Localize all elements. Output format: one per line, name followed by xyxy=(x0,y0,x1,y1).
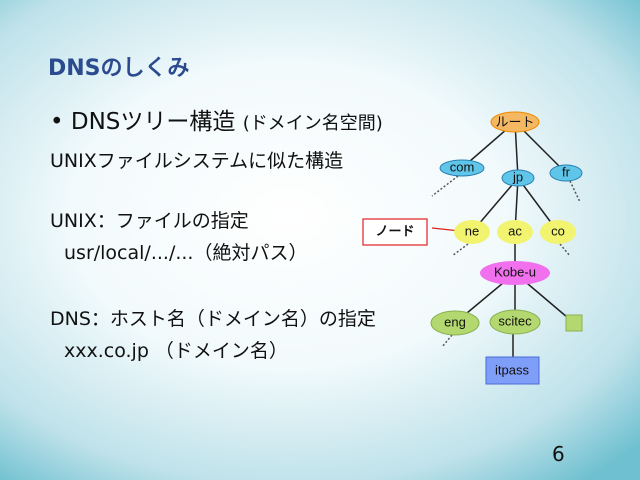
text-line: DNS：ホスト名（ドメイン名）の指定 xyxy=(50,308,376,330)
tree-node-ne: ne xyxy=(454,220,490,244)
text-line: UNIX：ファイルの指定 xyxy=(50,210,249,232)
tree-node-com: com xyxy=(439,159,485,177)
svg-text:ルート: ルート xyxy=(495,114,534,129)
text-line: xxx.co.jp （ドメイン名） xyxy=(64,340,288,362)
tree-node-kobe-u: Kobe-u xyxy=(480,261,550,285)
tree-node-co: co xyxy=(540,220,576,244)
tree-node-fr: fr xyxy=(549,164,583,182)
svg-text:ac: ac xyxy=(508,223,522,238)
text-line: usr/local/.../...（絶対パス） xyxy=(64,242,308,264)
svg-text:ne: ne xyxy=(465,223,479,238)
tree-node-ac: ac xyxy=(497,220,533,244)
bullet-sub: (ドメイン名空間) xyxy=(242,113,383,134)
svg-text:co: co xyxy=(551,223,565,238)
svg-text:com: com xyxy=(450,159,475,174)
slide-title: DNSのしくみ xyxy=(48,56,190,81)
node-callout: ノード xyxy=(362,218,428,246)
tree-node-scitec: scitec xyxy=(489,309,541,335)
tree-node-jp: jp xyxy=(501,169,535,187)
tree-node-eng: eng xyxy=(430,310,480,336)
svg-text:eng: eng xyxy=(444,314,466,329)
bullet-heading: • DNSツリー構造 (ドメイン名空間) xyxy=(50,109,383,135)
svg-text:Kobe-u: Kobe-u xyxy=(494,264,536,279)
tree-node-root: ルート xyxy=(490,111,540,133)
tree-node-unnamed xyxy=(565,314,583,332)
bullet-main: DNSツリー構造 xyxy=(70,109,236,135)
page-number: 6 xyxy=(552,442,565,466)
svg-text:ノード: ノード xyxy=(375,223,414,238)
text-line: UNIXファイルシステムに似た構造 xyxy=(50,150,344,172)
tree-node-itpass: itpass xyxy=(485,356,540,385)
svg-text:itpass: itpass xyxy=(495,362,529,377)
svg-text:scitec: scitec xyxy=(498,313,532,328)
svg-text:jp: jp xyxy=(512,169,523,184)
svg-text:fr: fr xyxy=(562,164,571,179)
